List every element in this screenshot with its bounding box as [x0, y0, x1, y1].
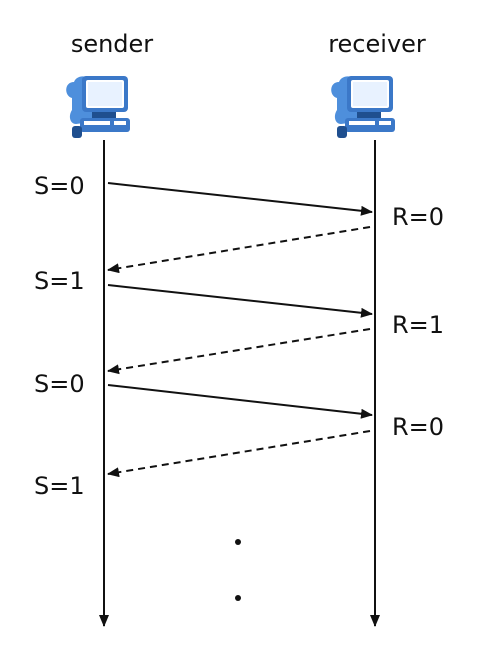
sender-seq-label-1: S=0 [34, 172, 85, 200]
sender-computer-icon [66, 76, 130, 138]
ack-arrow-1 [107, 226, 371, 274]
receiver-computer-icon [331, 76, 395, 138]
receiver-seq-label-1: R=0 [392, 203, 444, 231]
data-frame-arrow-3 [107, 384, 373, 419]
sender-seq-label-4: S=1 [34, 472, 85, 500]
sender-seq-label-2: S=1 [34, 267, 85, 295]
ack-arrow-3 [107, 430, 371, 478]
receiver-seq-label-2: R=1 [392, 311, 444, 339]
sender-seq-label-3: S=0 [34, 370, 85, 398]
continuation-dot-2 [235, 595, 241, 601]
data-frame-arrow-2 [107, 284, 373, 318]
data-frame-arrow-1 [107, 182, 373, 216]
sender-label: sender [71, 30, 153, 58]
continuation-dot-1 [235, 539, 241, 545]
ack-arrow-2 [107, 328, 371, 375]
receiver-label: receiver [328, 30, 426, 58]
receiver-seq-label-3: R=0 [392, 413, 444, 441]
